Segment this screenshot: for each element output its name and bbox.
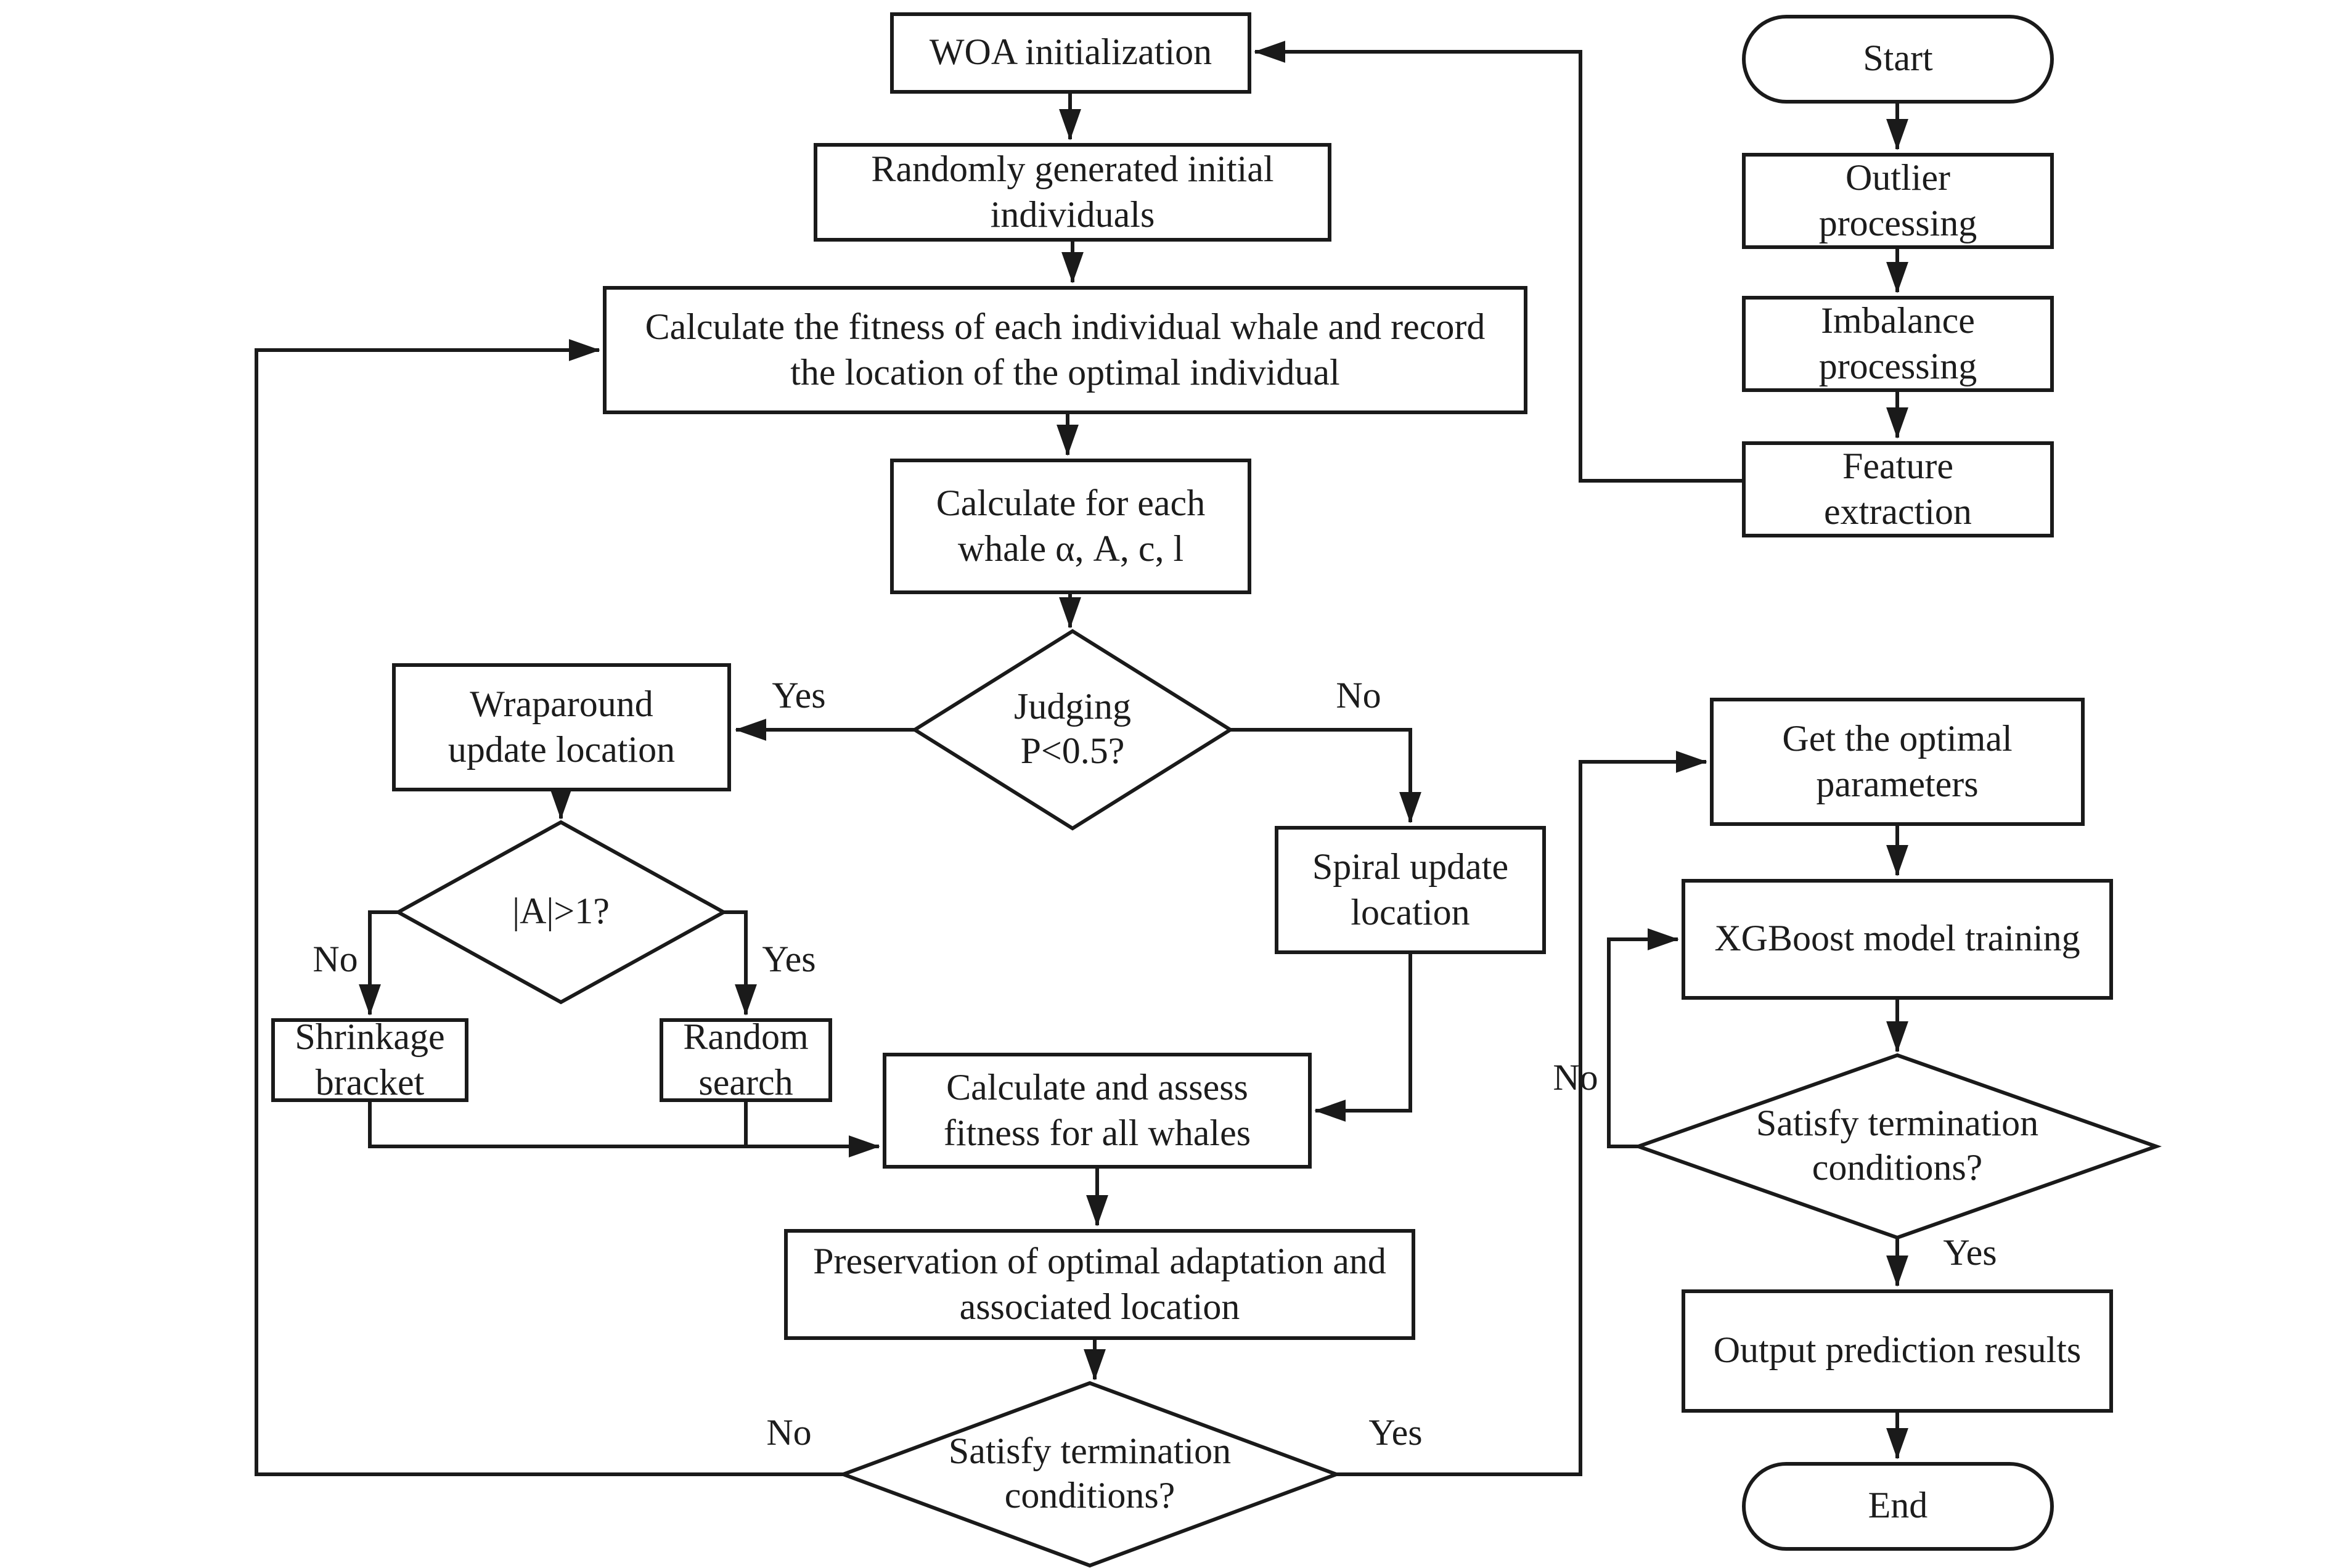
- judging-diamond-shape: [911, 629, 1234, 831]
- node-calculate-fitness: Calculate the fitness of each individual…: [603, 286, 1527, 414]
- edge-rtermination-no-loop: [1607, 928, 1679, 1148]
- edge-label-abs-a-yes: Yes: [762, 939, 816, 980]
- node-random-search: Random search: [660, 1016, 832, 1103]
- node-outlier-processing: Outlier processing: [1742, 153, 2054, 249]
- edge-label-judging-yes: Yes: [772, 676, 826, 716]
- node-random-individuals: Randomly generated initial individuals: [814, 143, 1331, 242]
- edge-label-termination-right-yes: Yes: [1943, 1233, 1997, 1273]
- decision-abs-a-label: |A|>1?: [512, 891, 610, 932]
- node-spiral-update: Spiral update location: [1275, 826, 1546, 954]
- edge-spiral-to-assess: [1314, 954, 1412, 1122]
- termination-right-diamond-shape: [1632, 1053, 2162, 1240]
- decision-judging-p-label: Judging P<0.5?: [1013, 687, 1131, 772]
- edge-label-termination-right-no: No: [1553, 1058, 1598, 1098]
- node-end: End: [1742, 1462, 2054, 1551]
- edge-judging-no-to-spiral: [1230, 728, 1421, 823]
- node-feature-extraction: Feature extraction: [1742, 441, 2054, 537]
- abs-a-diamond-shape: [394, 820, 728, 1005]
- node-woa-initialization: WOA initialization: [890, 12, 1251, 94]
- edge-feature-to-woa: [1254, 41, 1742, 483]
- node-calculate-assess-fitness: Calculate and assess fitness for all wha…: [883, 1053, 1312, 1169]
- node-calculate-whale-params: Calculate for each whale α, A, c, l: [890, 459, 1251, 594]
- node-preservation-optimal: Preservation of optimal adaptation and a…: [784, 1229, 1415, 1340]
- node-imbalance-processing: Imbalance processing: [1742, 296, 2054, 392]
- decision-termination-main-label: Satisfy termination conditions?: [948, 1431, 1232, 1516]
- termination-main-diamond-shape: [838, 1381, 1342, 1568]
- edge-termination-yes-to-getparams: [1336, 751, 1707, 1476]
- edge-absa-no-to-shrinkage: [359, 910, 398, 1016]
- edge-label-judging-no: No: [1336, 676, 1381, 716]
- node-start: Start: [1742, 15, 2054, 104]
- edge-label-termination-main-yes: Yes: [1368, 1413, 1423, 1453]
- edge-termination-no-loop: [255, 339, 843, 1476]
- edge-shrinkage-to-assess: [368, 1102, 880, 1158]
- node-wraparound-update: Wraparound update location: [392, 663, 731, 791]
- edge-label-abs-a-no: No: [313, 939, 358, 980]
- node-get-optimal-parameters: Get the optimal parameters: [1710, 698, 2085, 826]
- edge-absa-yes-to-randomsearch: [724, 910, 757, 1016]
- node-output-results: Output prediction results: [1682, 1289, 2113, 1413]
- node-shrinkage-bracket: Shrinkage bracket: [271, 1016, 468, 1103]
- decision-termination-right-label: Satisfy termination conditions?: [1756, 1103, 2039, 1188]
- node-xgboost-training: XGBoost model training: [1682, 879, 2113, 1000]
- edge-label-termination-main-no: No: [766, 1413, 812, 1453]
